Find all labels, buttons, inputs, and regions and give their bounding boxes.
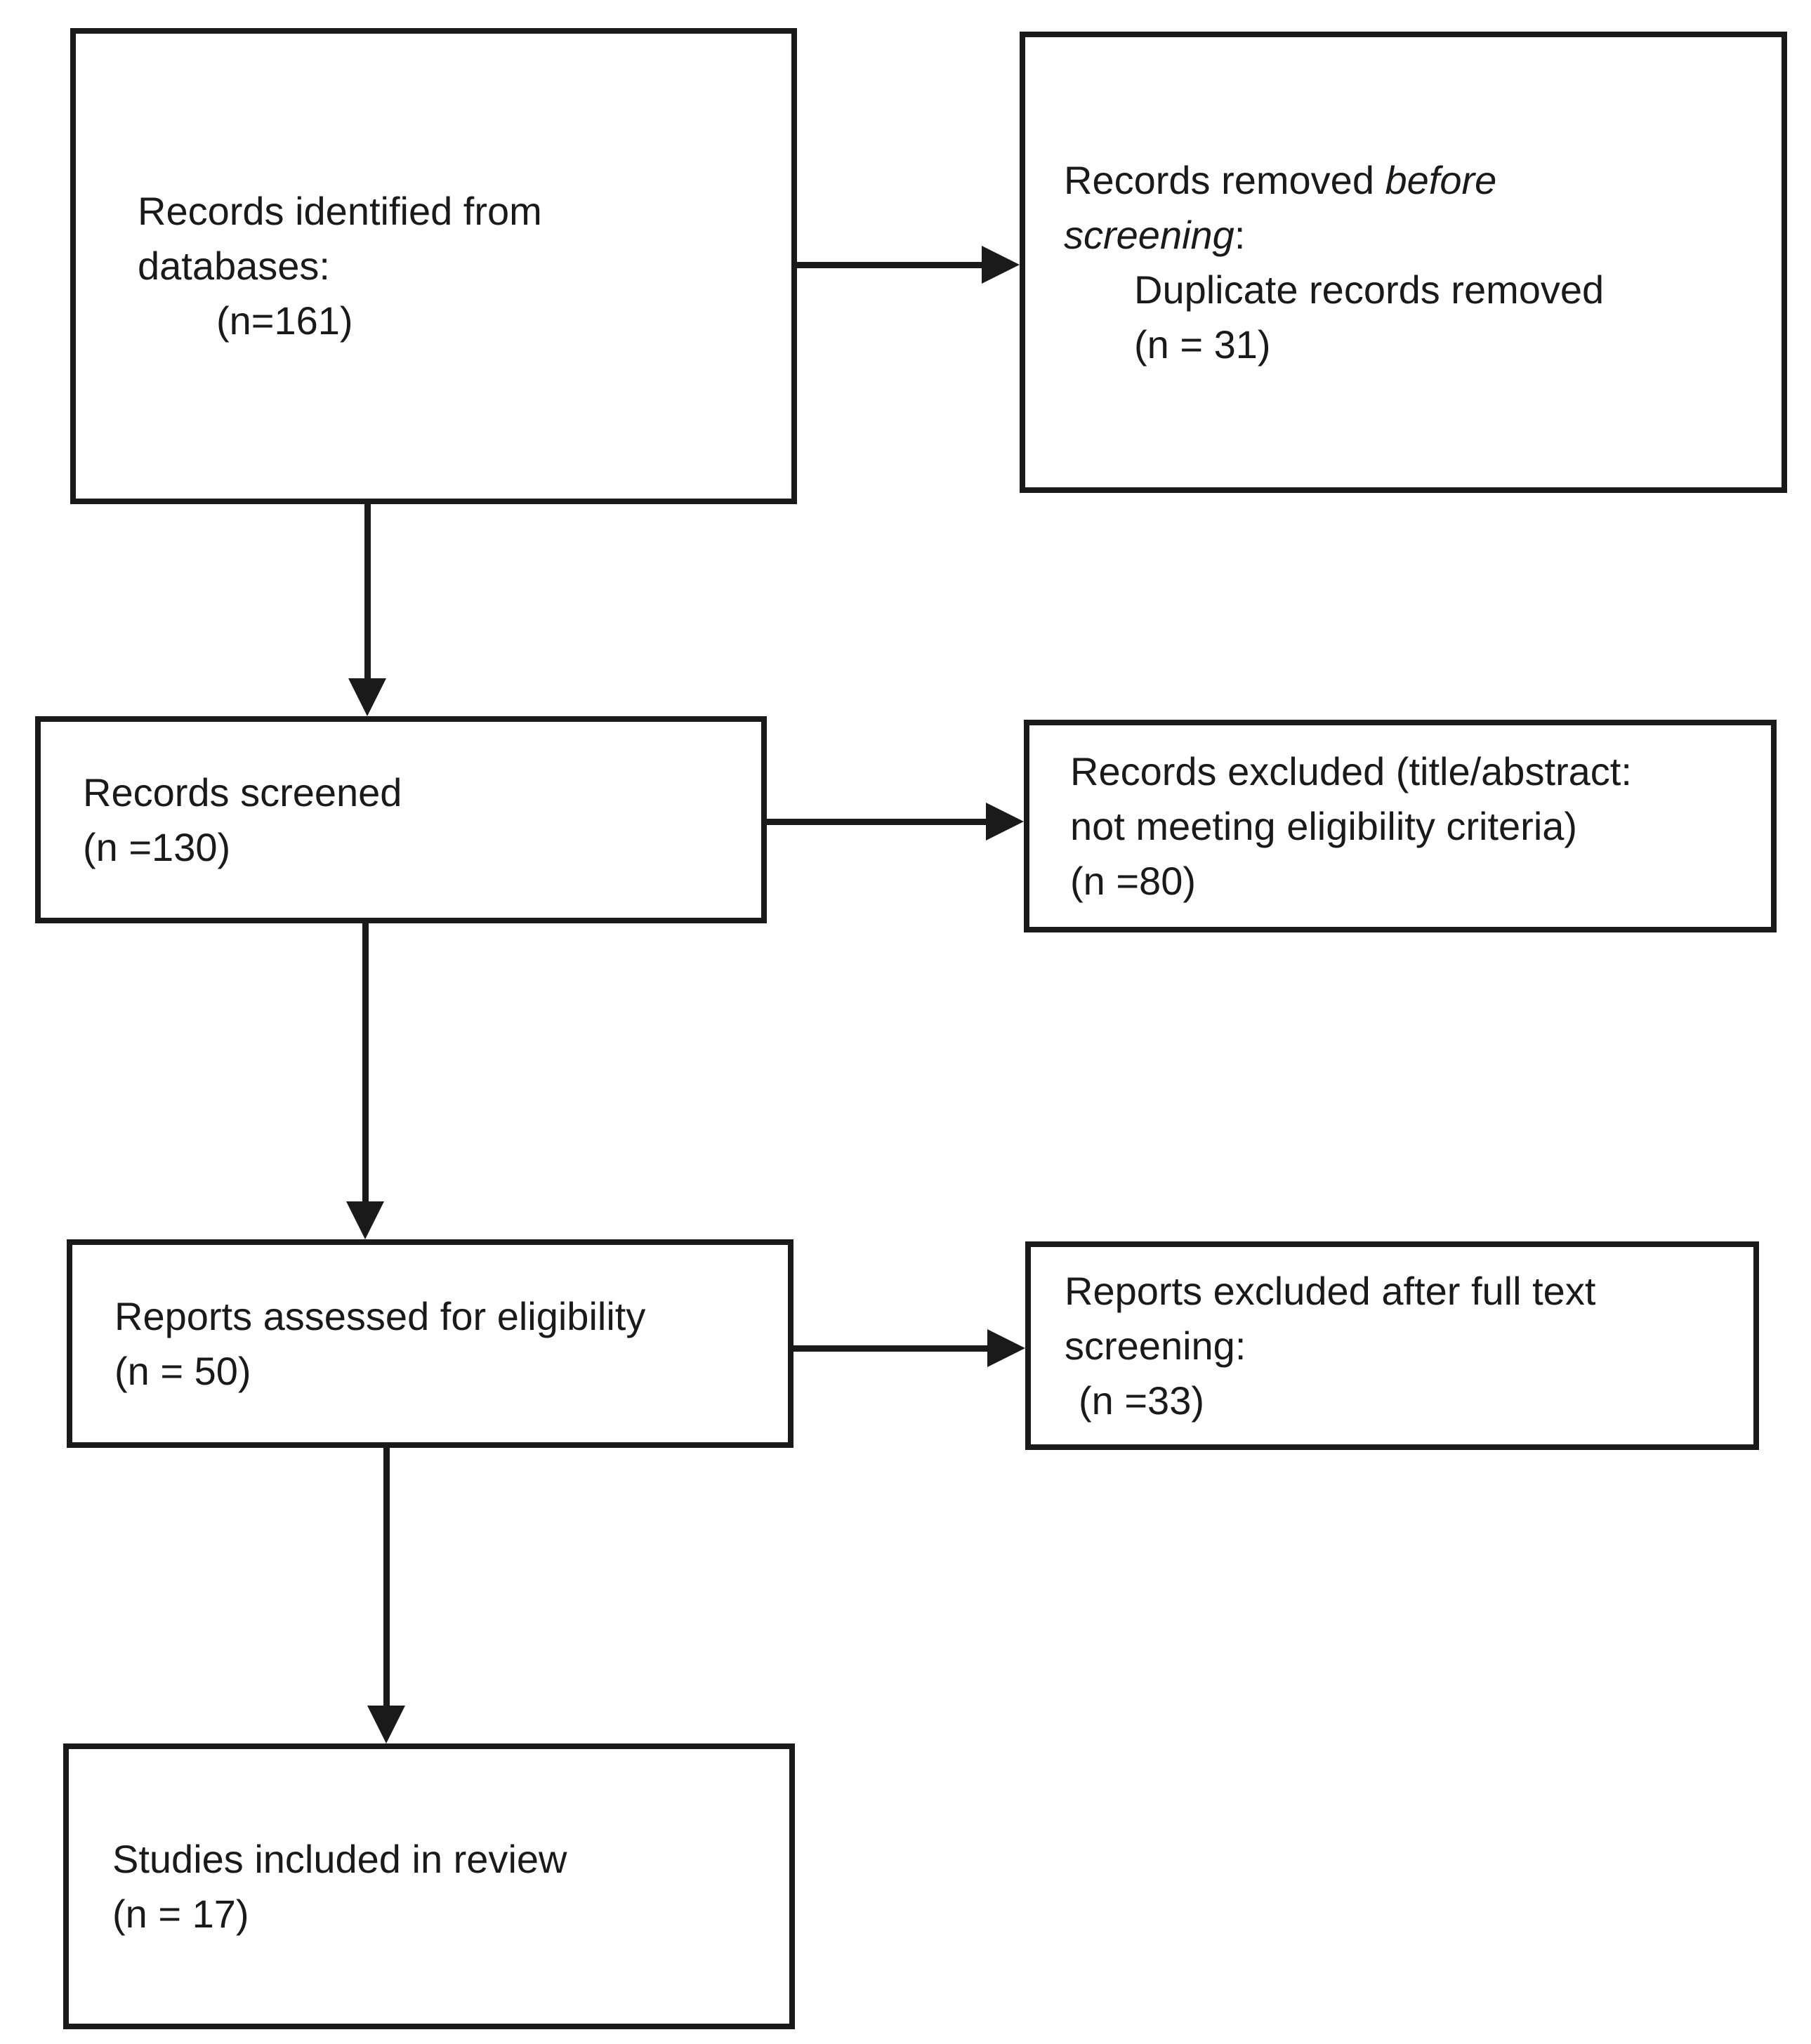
box-text-segment: Records removed <box>1064 157 1385 202</box>
arrow-shaft <box>383 1446 390 1708</box>
arrowhead-right-icon <box>986 803 1024 840</box>
box-count-line: (n = 31) <box>1134 322 1271 367</box>
box-records-excluded-title-abstract: Records excluded (title/abstract: not me… <box>1024 720 1777 932</box>
arrow-shaft <box>792 1345 987 1352</box>
arrowhead-right-icon <box>987 1329 1025 1367</box>
arrowhead-down-icon <box>348 678 386 716</box>
box-reports-excluded-full-text: Reports excluded after full text screeni… <box>1025 1241 1759 1450</box>
box-text-line: Duplicate records removed <box>1134 267 1605 312</box>
box-text-line: Records identified from <box>138 189 542 233</box>
box-text-segment-italic: before <box>1385 157 1497 202</box>
box-text-line: screening: <box>1065 1323 1246 1368</box>
box-text-segment: : <box>1234 212 1246 257</box>
box-text-segment-italic: screening <box>1064 212 1234 257</box>
box-records-screened: Records screened (n =130) <box>35 716 767 923</box>
arrow-shaft <box>765 819 987 825</box>
arrowhead-down-icon <box>367 1706 405 1743</box>
box-text-line: Studies included in review <box>112 1836 567 1881</box>
box-text-line: Records excluded (title/abstract: <box>1070 749 1632 793</box>
box-reports-assessed-for-eligibility: Reports assessed for eligibility (n = 50… <box>67 1239 793 1448</box>
box-records-removed-before-screening: Records removed before screening: Duplic… <box>1020 32 1787 493</box>
box-text-line: Reports excluded after full text <box>1065 1268 1596 1313</box>
box-text-line: Reports assessed for eligibility <box>114 1293 646 1338</box>
box-text-line: not meeting eligibility criteria) <box>1070 803 1578 848</box>
arrow-shaft <box>362 922 369 1203</box>
box-text-line: screening: <box>1064 208 1782 263</box>
arrowhead-right-icon <box>982 246 1020 284</box>
arrowhead-down-icon <box>346 1201 384 1239</box>
box-count-line: (n = 50) <box>114 1348 251 1393</box>
box-text-line: Records screened <box>83 770 402 815</box>
box-count-line: (n =130) <box>83 824 231 869</box>
box-count-line: (n =80) <box>1070 858 1196 903</box>
arrow-shaft <box>364 503 371 680</box>
box-records-identified: Records identified from databases: (n=16… <box>70 28 797 504</box>
box-count-line: (n =33) <box>1079 1378 1204 1423</box>
box-studies-included-in-review: Studies included in review (n = 17) <box>63 1743 795 2029</box>
box-count-line: (n=161) <box>216 298 353 343</box>
arrow-shaft <box>795 262 984 268</box>
box-text-line: databases: <box>138 244 330 288</box>
box-text-line: Records removed before <box>1064 153 1782 208</box>
box-count-line: (n = 17) <box>112 1891 249 1936</box>
